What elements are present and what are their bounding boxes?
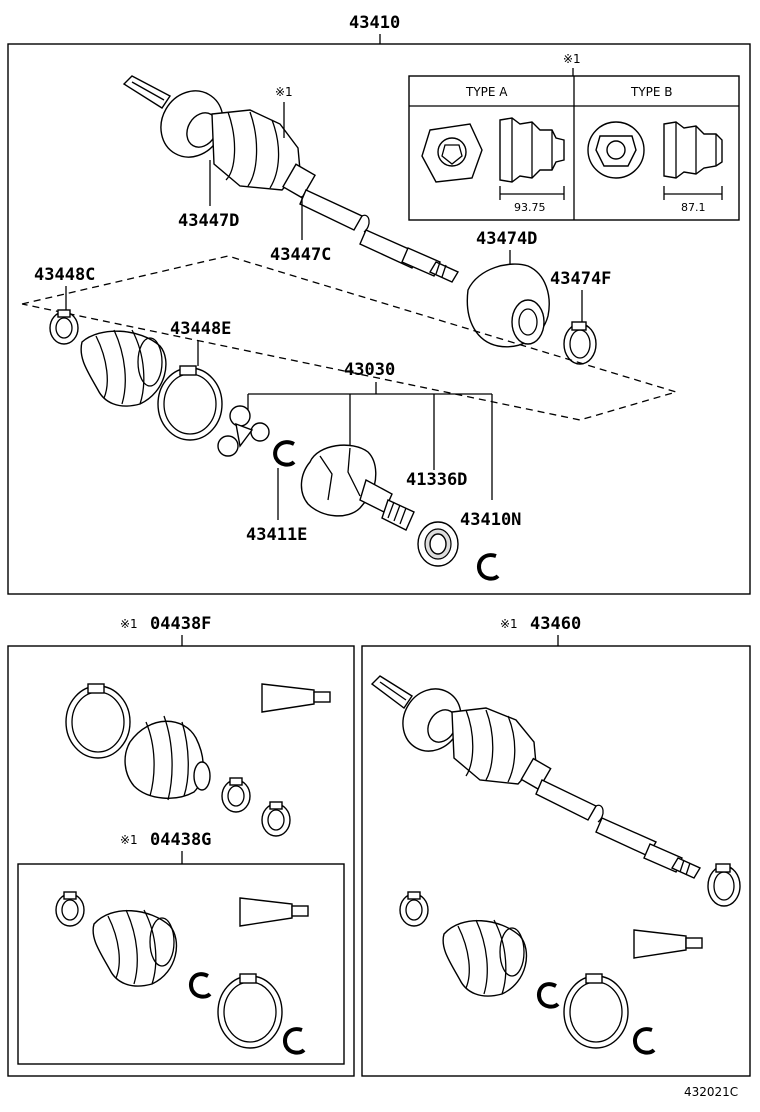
oil-seal-41336D[interactable] bbox=[417, 521, 459, 567]
main-assembly-frame bbox=[7, 43, 751, 595]
kit-right-shaft-assembly[interactable] bbox=[370, 675, 702, 879]
label-43474D[interactable]: 43474D bbox=[476, 229, 537, 249]
shaft-note-mark: ※1 bbox=[275, 85, 293, 99]
type-b-boot: 87.1 bbox=[663, 121, 723, 214]
kit-right-boot[interactable] bbox=[442, 919, 528, 997]
kit-right-grease-tube[interactable] bbox=[633, 929, 703, 959]
label-43411E[interactable]: 43411E bbox=[246, 525, 307, 545]
label-41336D[interactable]: 41336D bbox=[406, 470, 467, 490]
label-43410[interactable]: 43410 bbox=[349, 13, 400, 33]
kit-left-mark: ※1 bbox=[120, 617, 138, 631]
kit-right-small-clamp[interactable] bbox=[399, 891, 429, 927]
kit-right-mark: ※1 bbox=[500, 617, 518, 631]
kit-sub-boot[interactable] bbox=[92, 909, 178, 987]
kit-sub-large-clamp[interactable] bbox=[217, 973, 283, 1049]
type-b-label: TYPE B bbox=[630, 85, 673, 99]
inner-boot[interactable] bbox=[80, 329, 167, 407]
label-43030[interactable]: 43030 bbox=[344, 360, 395, 380]
dim-type-a: 93.75 bbox=[514, 201, 546, 214]
kit-left-grease-tube[interactable] bbox=[261, 683, 331, 713]
dim-type-b: 87.1 bbox=[681, 201, 706, 214]
snap-ring-43410N[interactable] bbox=[477, 553, 500, 581]
kit-left-small-clamp-2[interactable] bbox=[261, 801, 291, 837]
label-43448E[interactable]: 43448E bbox=[170, 319, 231, 339]
kit-sub-frame bbox=[17, 863, 345, 1065]
inner-housing-43474D[interactable] bbox=[466, 263, 550, 348]
kit-sub-small-clamp[interactable] bbox=[55, 891, 85, 927]
kit-sub-mark: ※1 bbox=[120, 833, 138, 847]
inset-note-mark: ※1 bbox=[563, 52, 581, 66]
type-a-boot: 93.75 bbox=[499, 117, 565, 214]
label-43460[interactable]: 43460 bbox=[530, 614, 581, 634]
kit-left-small-clamp-1[interactable] bbox=[221, 777, 251, 813]
kit-right-frame bbox=[361, 645, 751, 1077]
kit-right-end-clamp[interactable] bbox=[707, 863, 741, 907]
tulip-housing[interactable] bbox=[300, 444, 415, 531]
type-inset: ※1 TYPE A TYPE B 93.75 bbox=[408, 52, 740, 221]
label-04438F[interactable]: 04438F bbox=[150, 614, 211, 634]
kit-right-snap-ring-2[interactable] bbox=[633, 1027, 656, 1055]
label-04438G[interactable]: 04438G bbox=[150, 830, 211, 850]
snap-ring-43411E[interactable] bbox=[273, 440, 296, 467]
kit-sub-snap-ring-2[interactable] bbox=[283, 1027, 306, 1055]
clamp-43474F[interactable] bbox=[563, 321, 597, 365]
tripod-spider[interactable] bbox=[217, 405, 270, 457]
drive-shaft-assembly[interactable] bbox=[122, 75, 460, 283]
type-a-label: TYPE A bbox=[465, 85, 508, 99]
type-a-joint-face bbox=[421, 123, 483, 183]
figure-code: 432021C bbox=[684, 1085, 738, 1099]
clamp-43448C[interactable] bbox=[49, 309, 79, 345]
kit-left-frame bbox=[7, 645, 355, 1077]
type-b-joint-face bbox=[587, 121, 645, 179]
kit-right-large-clamp[interactable] bbox=[563, 973, 629, 1049]
label-43448C[interactable]: 43448C bbox=[34, 265, 95, 285]
kit-left-large-clamp[interactable] bbox=[65, 683, 131, 759]
clamp-43448E[interactable] bbox=[157, 365, 223, 441]
label-43447D[interactable]: 43447D bbox=[178, 211, 239, 231]
label-43447C[interactable]: 43447C bbox=[270, 245, 331, 265]
kit-sub-snap-ring[interactable] bbox=[189, 972, 212, 999]
label-43474F[interactable]: 43474F bbox=[550, 269, 611, 289]
kit-sub-grease-tube[interactable] bbox=[239, 897, 309, 927]
kit-right-snap-ring[interactable] bbox=[537, 982, 560, 1009]
kit-left-boot[interactable] bbox=[124, 715, 211, 801]
label-43410N[interactable]: 43410N bbox=[460, 510, 521, 530]
